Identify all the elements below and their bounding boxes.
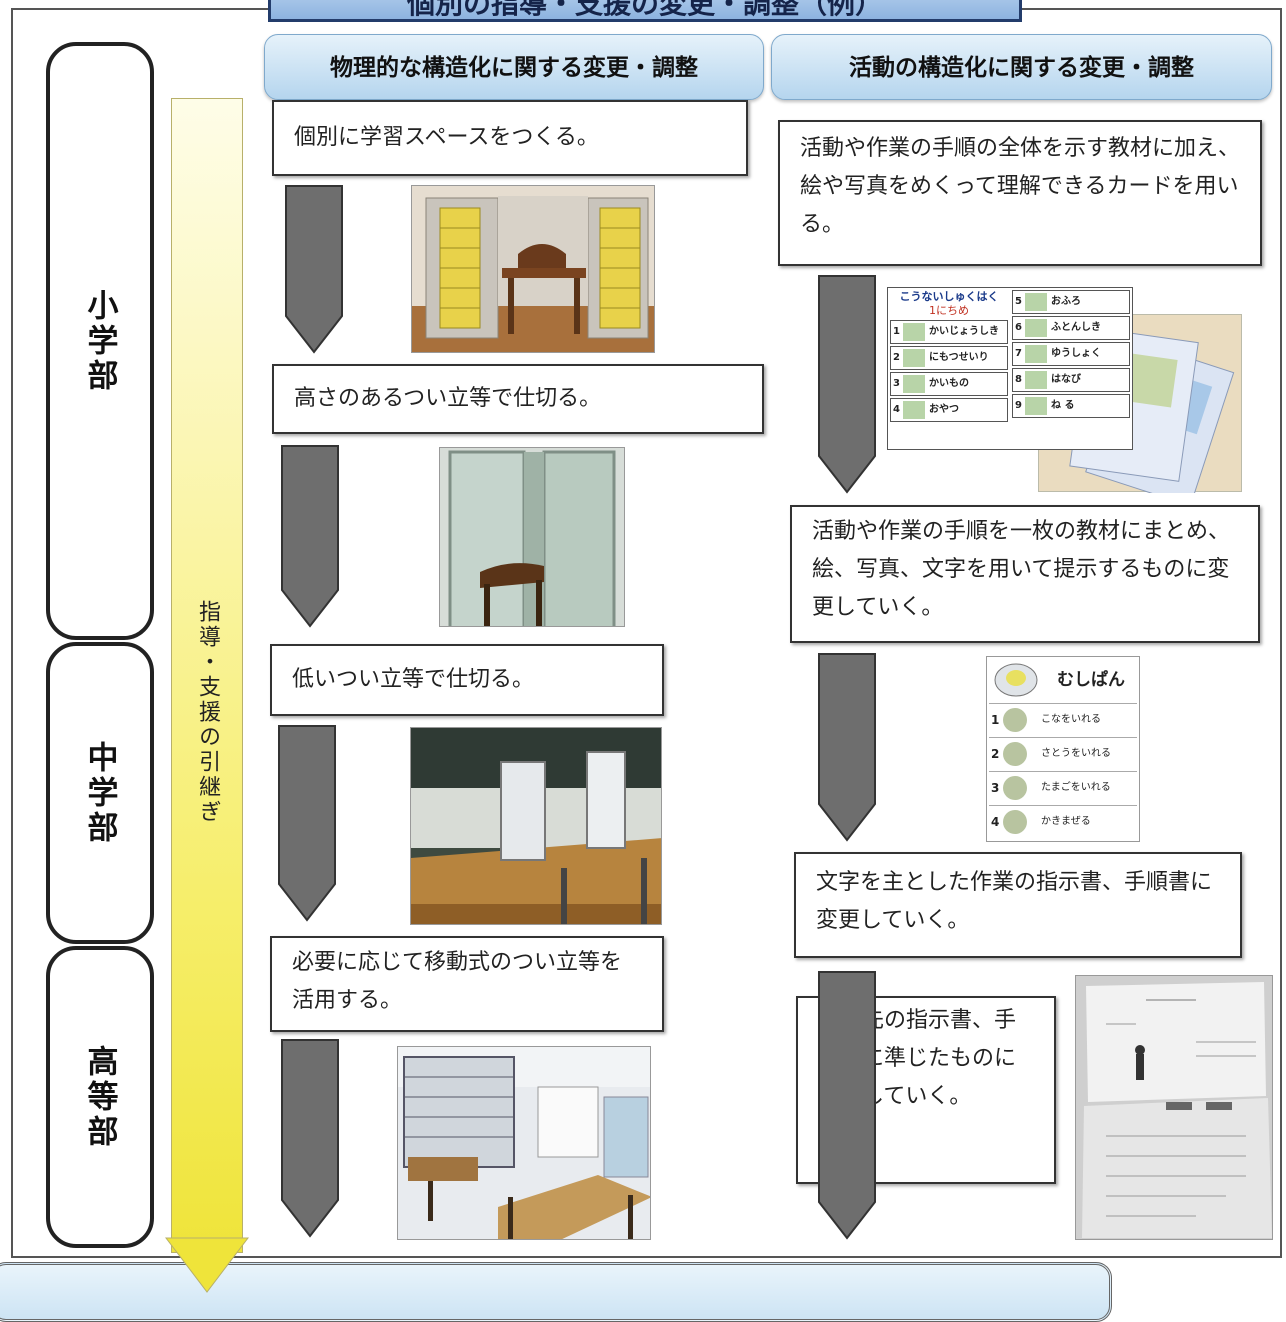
recipe-step-number: 2 [991,747,1000,761]
schedule-item-picture [903,323,925,341]
schedule-item-number: 7 [1015,348,1022,359]
recipe-step-number: 4 [991,815,1000,829]
schedule-item-picture [1025,293,1047,311]
schedule-item-label: おふろ [1051,296,1081,307]
schedule-item: 7 ゆうしょく [1012,342,1130,366]
dept-junior-high: 中学部 [46,642,154,944]
schedule-item: 1 かいじょうしき [890,320,1008,344]
schedule-item-label: はなび [1051,374,1081,385]
dept-elementary: 小学部 [46,42,154,640]
recipe-step-number: 1 [991,713,1000,727]
schedule-item: 9 ね る [1012,394,1130,418]
recipe-card: むしぱん 1 こなをいれる 2 さとうをいれる 3 たまごをいれる 4 かきまぜる [986,656,1140,842]
schedule-item-picture [1025,397,1047,415]
dept-junior-high-label: 中学部 [81,740,118,846]
recipe-step: 1 こなをいれる [989,703,1137,736]
activity-step-3: 文字を主とした作業の指示書、手順書に変更していく。 [794,852,1242,958]
schedule-item-picture [903,375,925,393]
down-arrow-icon [285,185,343,354]
photo-instruction-sheet [1075,975,1273,1240]
physical-step-1: 個別に学習スペースをつくる。 [272,100,748,176]
photo-individual-study-space [411,185,655,353]
schedule-item-label: ゆうしょく [1051,348,1101,359]
guidance-bar-arrowhead-icon [164,1237,250,1293]
guidance-bar [171,98,243,1253]
bowl-icon [994,663,1038,697]
physical-column-header: 物理的な構造化に関する変更・調整 [264,34,764,100]
recipe-step-picture [1003,810,1027,834]
recipe-step-picture [1003,742,1027,766]
recipe-step-picture [1003,776,1027,800]
recipe-step: 4 かきまぜる [989,805,1137,838]
guidance-bar-text: 指導・支援の引継ぎ [195,600,220,825]
recipe-step: 2 さとうをいれる [989,737,1137,770]
recipe-step-label: さとうをいれる [1041,748,1111,759]
recipe-step: 3 たまごをいれる [989,771,1137,804]
schedule-item: 6 ふとんしき [1012,316,1130,340]
schedule-item: 8 はなび [1012,368,1130,392]
physical-step-2: 高さのあるつい立等で仕切る。 [272,364,764,434]
photo-tall-partition [439,447,625,627]
schedule-item-label: かいもの [929,378,969,389]
down-arrow-icon [278,725,336,922]
recipe-step-label: たまごをいれる [1041,782,1111,793]
down-arrow-icon [818,275,876,494]
schedule-item-picture [903,349,925,367]
photo-movable-partition [397,1046,651,1240]
recipe-step-label: こなをいれる [1041,714,1101,725]
schedule-card-1-subheading: 1にちめ [929,304,969,317]
schedule-item-number: 1 [893,326,900,337]
schedule-item: 3 かいもの [890,372,1008,396]
activity-step-1: 活動や作業の手順の全体を示す教材に加え、絵や写真をめくって理解できるカードを用い… [778,120,1262,266]
schedule-item-picture [1025,319,1047,337]
schedule-item-number: 4 [893,404,900,415]
schedule-item: 4 おやつ [890,398,1008,422]
schedule-item-picture [1025,345,1047,363]
schedule-item-label: かいじょうしき [929,326,999,337]
down-arrow-icon [281,1039,339,1238]
title-banner: 個別の指導・支援の変更・調整（例） [268,0,1022,22]
schedule-item: 2 にもつせいり [890,346,1008,370]
schedule-item-number: 6 [1015,322,1022,333]
dept-high-school: 高等部 [46,946,154,1248]
physical-step-4: 必要に応じて移動式のつい立等を活用する。 [270,936,664,1032]
dept-elementary-label: 小学部 [81,288,118,394]
schedule-item-label: おやつ [929,404,959,415]
recipe-step-number: 3 [991,781,1000,795]
photo-low-partition [410,727,662,925]
down-arrow-icon [818,971,876,1240]
schedule-item-number: 8 [1015,374,1022,385]
activity-step-2: 活動や作業の手順を一枚の教材にまとめ、絵、写真、文字を用いて提示するものに変更し… [790,505,1260,643]
schedule-item-label: ふとんしき [1051,322,1101,333]
schedule-card-1: こうないしゅくはく 1にちめ 1 かいじょうしき 2 にもつせいり 3 かいもの 4 おやつ 5… [887,287,1133,450]
schedule-item-number: 3 [893,378,900,389]
schedule-item-number: 9 [1015,400,1022,411]
schedule-item-number: 2 [893,352,900,363]
recipe-card-heading: むしぱん [1057,670,1125,690]
down-arrow-icon [818,653,876,842]
physical-step-3: 低いつい立等で仕切る。 [270,644,664,716]
schedule-item-picture [1025,371,1047,389]
dept-high-school-label: 高等部 [81,1044,118,1150]
schedule-card-1-heading: こうないしゅくはく [899,290,999,303]
schedule-item-label: にもつせいり [929,352,989,363]
schedule-item-label: ね る [1051,400,1075,411]
schedule-item-picture [903,401,925,419]
recipe-step-picture [1003,708,1027,732]
schedule-item: 5 おふろ [1012,290,1130,314]
schedule-item-number: 5 [1015,296,1022,307]
recipe-step-label: かきまぜる [1041,816,1091,827]
activity-column-header: 活動の構造化に関する変更・調整 [771,34,1272,100]
down-arrow-icon [281,445,339,628]
